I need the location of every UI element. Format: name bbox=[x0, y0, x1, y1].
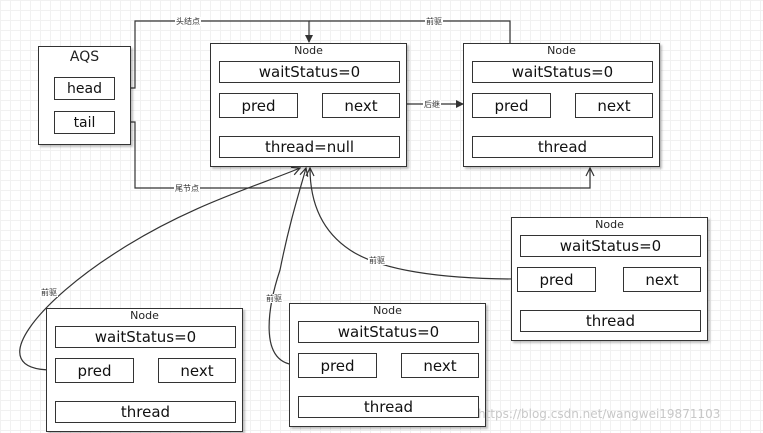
node-right: Node waitStatus=0 pred next thread bbox=[511, 217, 708, 341]
pred-field: pred bbox=[517, 267, 596, 292]
node-title: Node bbox=[130, 309, 159, 322]
pred-field: pred bbox=[298, 353, 377, 378]
tail-pointer-label: 尾节点 bbox=[174, 184, 200, 193]
node-head: Node waitStatus=0 pred next thread=null bbox=[210, 43, 407, 167]
next-field: next bbox=[401, 353, 479, 378]
successor-label: 后继 bbox=[423, 100, 441, 109]
node-bottom-left: Node waitStatus=0 pred next thread bbox=[46, 308, 243, 432]
next-field: next bbox=[623, 267, 701, 292]
waitstatus-field: waitStatus=0 bbox=[472, 61, 653, 83]
waitstatus-field: waitStatus=0 bbox=[219, 61, 400, 83]
thread-field: thread bbox=[55, 401, 236, 423]
bottom-mid-pred-curve bbox=[268, 168, 306, 366]
pred-field: pred bbox=[472, 93, 551, 118]
node-second: Node waitStatus=0 pred next thread bbox=[463, 43, 660, 167]
waitstatus-field: waitStatus=0 bbox=[520, 235, 701, 257]
node-bottom-mid: Node waitStatus=0 pred next thread bbox=[289, 303, 486, 427]
thread-field: thread bbox=[520, 310, 701, 332]
predecessor-left-label: 前驱 bbox=[40, 288, 58, 297]
pred-field: pred bbox=[219, 93, 298, 118]
aqs-head-field: head bbox=[54, 77, 115, 100]
right-pred-curve bbox=[310, 168, 518, 280]
thread-field: thread=null bbox=[219, 136, 400, 158]
node-title: Node bbox=[547, 44, 576, 57]
head-pointer-label: 头结点 bbox=[175, 17, 201, 26]
bottom-left-pred-curve bbox=[19, 168, 300, 371]
aqs-tail-field: tail bbox=[54, 111, 115, 134]
next-field: next bbox=[575, 93, 653, 118]
pred-field: pred bbox=[55, 358, 134, 383]
predecessor-top-label: 前驱 bbox=[425, 17, 443, 26]
node-title: Node bbox=[294, 44, 323, 57]
waitstatus-field: waitStatus=0 bbox=[298, 321, 479, 343]
next-field: next bbox=[158, 358, 236, 383]
predecessor-mid-label: 前驱 bbox=[265, 294, 283, 303]
waitstatus-field: waitStatus=0 bbox=[55, 326, 236, 348]
node-title: Node bbox=[595, 218, 624, 231]
thread-field: thread bbox=[472, 136, 653, 158]
aqs-box: AQS head tail bbox=[38, 46, 131, 145]
aqs-title: AQS bbox=[69, 49, 100, 65]
predecessor-right-label: 前驱 bbox=[368, 256, 386, 265]
node-title: Node bbox=[373, 304, 402, 317]
thread-field: thread bbox=[298, 396, 479, 418]
next-field: next bbox=[322, 93, 400, 118]
watermark: https://blog.csdn.net/wangwei19871103 bbox=[478, 407, 721, 421]
